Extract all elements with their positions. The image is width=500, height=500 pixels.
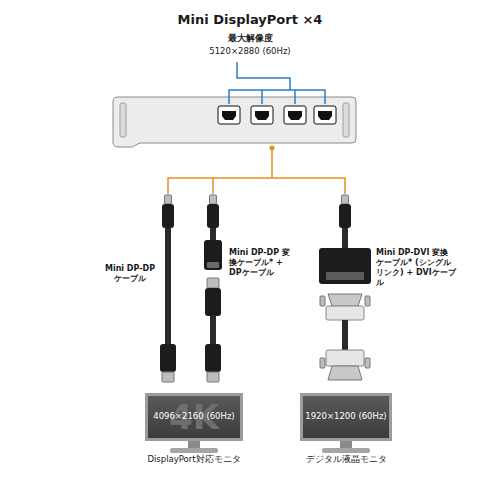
dvi-plug (326, 350, 364, 366)
dvi-adapter (319, 248, 371, 284)
leader-bracket (168, 178, 345, 194)
leader-line (237, 62, 290, 90)
port-opening (288, 111, 302, 120)
cable (342, 320, 348, 352)
resolution-label: 1920×1200 (60Hz) (305, 411, 386, 422)
mini-dp-plug (207, 204, 219, 228)
card-bracket (113, 97, 356, 147)
dvi-screw (320, 358, 325, 368)
cable (210, 228, 216, 242)
leader-line (271, 148, 273, 178)
title: Mini DisplayPort ×4 (0, 12, 500, 28)
dvi-socket (326, 272, 364, 280)
dp-plug (205, 344, 221, 372)
cable (342, 228, 348, 250)
mini-dp-plug-tip (165, 195, 172, 204)
monitor-screen: 4K4096×2160 (60Hz)DisplayPort対応モニタ (145, 393, 243, 441)
leader-bracket (229, 90, 325, 104)
spec-label: 最大解像度 (150, 33, 350, 44)
dvi-plug-tip (328, 366, 362, 380)
cable-label: Mini DP-DP 変換ケーブル* + DPケーブル (229, 248, 291, 278)
port-opening (255, 111, 269, 120)
leader-line (294, 90, 296, 104)
dp-plug (205, 288, 221, 316)
mini-displayport (284, 106, 306, 124)
mini-dp-plug-tip (210, 195, 217, 204)
mini-displayport (218, 106, 240, 124)
port-opening (318, 111, 332, 120)
cable (210, 315, 216, 346)
resolution-label: 4096×2160 (60Hz) (153, 411, 234, 422)
dp-socket (207, 262, 219, 268)
mini-dp-plug (162, 204, 174, 228)
bracket-slot (343, 103, 349, 137)
monitor-caption: デジタル液晶モニタ (273, 454, 419, 466)
dvi-plug-tip (328, 294, 362, 306)
dvi-screw (365, 296, 370, 306)
bracket-slot (120, 103, 126, 137)
monitor-base (170, 448, 218, 453)
dp-plug-tip (207, 278, 219, 288)
port-opening (222, 111, 236, 120)
monitor-neck (340, 441, 352, 449)
cable (165, 228, 171, 346)
dvi-screw (320, 296, 325, 306)
dp-plug (160, 344, 176, 372)
leader-line (212, 178, 214, 194)
mini-dp-plug-tip (342, 195, 349, 204)
leader-line (261, 90, 263, 104)
cable-label: Mini DP-DVI 変換ケーブル* (シングルリンク) + DVIケーブル (376, 248, 456, 288)
mini-displayport (251, 106, 273, 124)
dp-plug-tip (162, 372, 174, 382)
monitor-screen: 1920×1200 (60Hz)デジタル液晶モニタ (300, 393, 392, 441)
cable-label: Mini DP-DP ケーブル (100, 264, 160, 284)
monitor-caption: DisplayPort対応モニタ (118, 454, 270, 466)
dvi-plug (326, 306, 364, 320)
monitor-base (322, 448, 370, 453)
dvi-screw (365, 358, 370, 368)
monitor-neck (188, 441, 200, 449)
dp-plug-tip (207, 372, 219, 382)
mini-dp-plug (339, 204, 351, 228)
dp-adapter (204, 240, 222, 270)
spec-label: 5120×2880 (60Hz) (150, 46, 350, 57)
mini-displayport (314, 106, 336, 124)
